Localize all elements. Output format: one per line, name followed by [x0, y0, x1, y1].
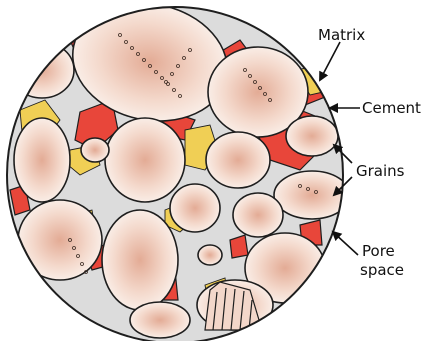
grain	[233, 193, 283, 237]
matrix-arrow	[320, 42, 340, 80]
grain	[130, 302, 190, 338]
pore-space-label-line2: space	[360, 261, 404, 279]
grain	[102, 210, 178, 310]
grain	[206, 132, 270, 188]
grain	[81, 138, 109, 162]
grain	[14, 118, 70, 202]
grain	[198, 245, 222, 265]
matrix-label: Matrix	[318, 26, 365, 44]
grain	[286, 116, 338, 156]
grain	[105, 118, 185, 202]
grain	[18, 200, 102, 280]
pore-space-label-line1: Pore	[362, 242, 395, 260]
grains-label: Grains	[356, 162, 405, 180]
cement-label: Cement	[362, 99, 421, 117]
grain	[10, 42, 74, 98]
grain	[170, 184, 220, 232]
pore-arrow	[333, 232, 358, 255]
